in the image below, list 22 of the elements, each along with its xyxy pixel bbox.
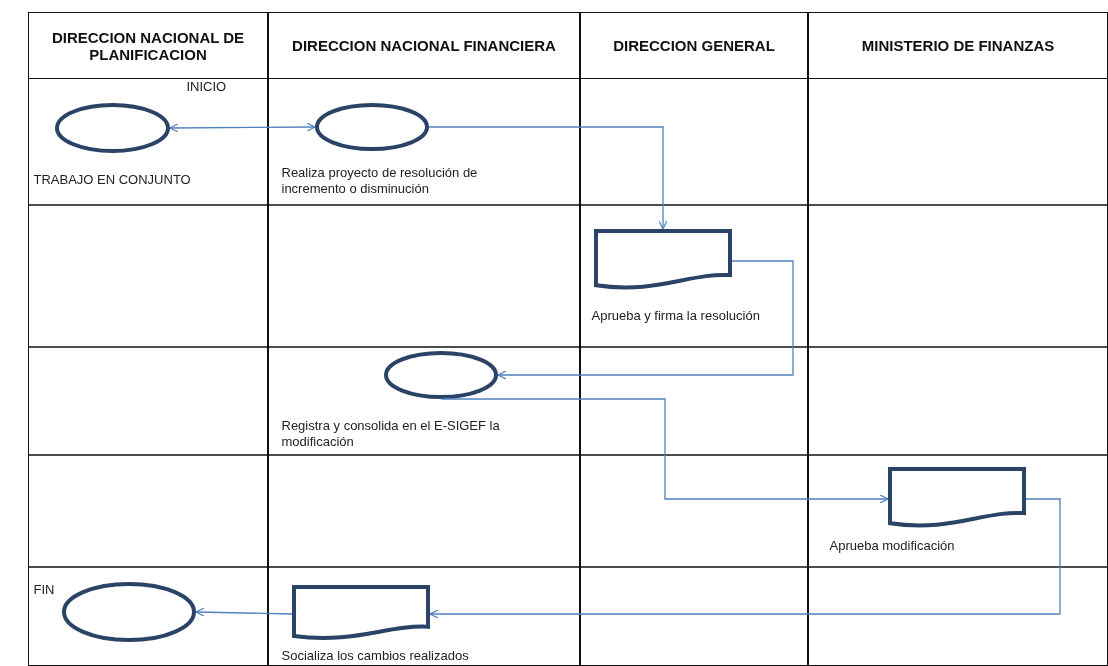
- arrow: [169, 122, 316, 133]
- arrow: [195, 607, 293, 617]
- terminal-label: INICIO: [186, 78, 228, 95]
- swimlane: [28, 12, 268, 666]
- step-label: Aprueba y firma la resolución: [591, 307, 761, 324]
- step-label: Socializa los cambios realizados: [281, 647, 470, 664]
- swimlane: [268, 12, 580, 666]
- step-label: FIN: [33, 581, 56, 598]
- swimlane: [808, 12, 1108, 666]
- lane-header: DIRECCION GENERAL: [581, 13, 807, 79]
- arrow: [497, 260, 794, 380]
- swimlane: [580, 12, 808, 666]
- lane-header: DIRECCION NACIONAL DE PLANIFICACION: [29, 13, 267, 79]
- arrow: [428, 126, 668, 230]
- arrow: [429, 498, 1061, 619]
- step-label: Aprueba modificación: [829, 537, 956, 554]
- lane-header: MINISTERIO DE FINANZAS: [809, 13, 1107, 79]
- step-label: Registra y consolida en el E-SIGEF la modificación: [281, 417, 501, 450]
- lane-header: DIRECCION NACIONAL FINANCIERA: [269, 13, 579, 79]
- arrow: [440, 398, 889, 504]
- step-label: Realiza proyecto de resolución de incremento o disminución: [281, 164, 479, 197]
- step-label: TRABAJO EN CONJUNTO: [33, 171, 192, 188]
